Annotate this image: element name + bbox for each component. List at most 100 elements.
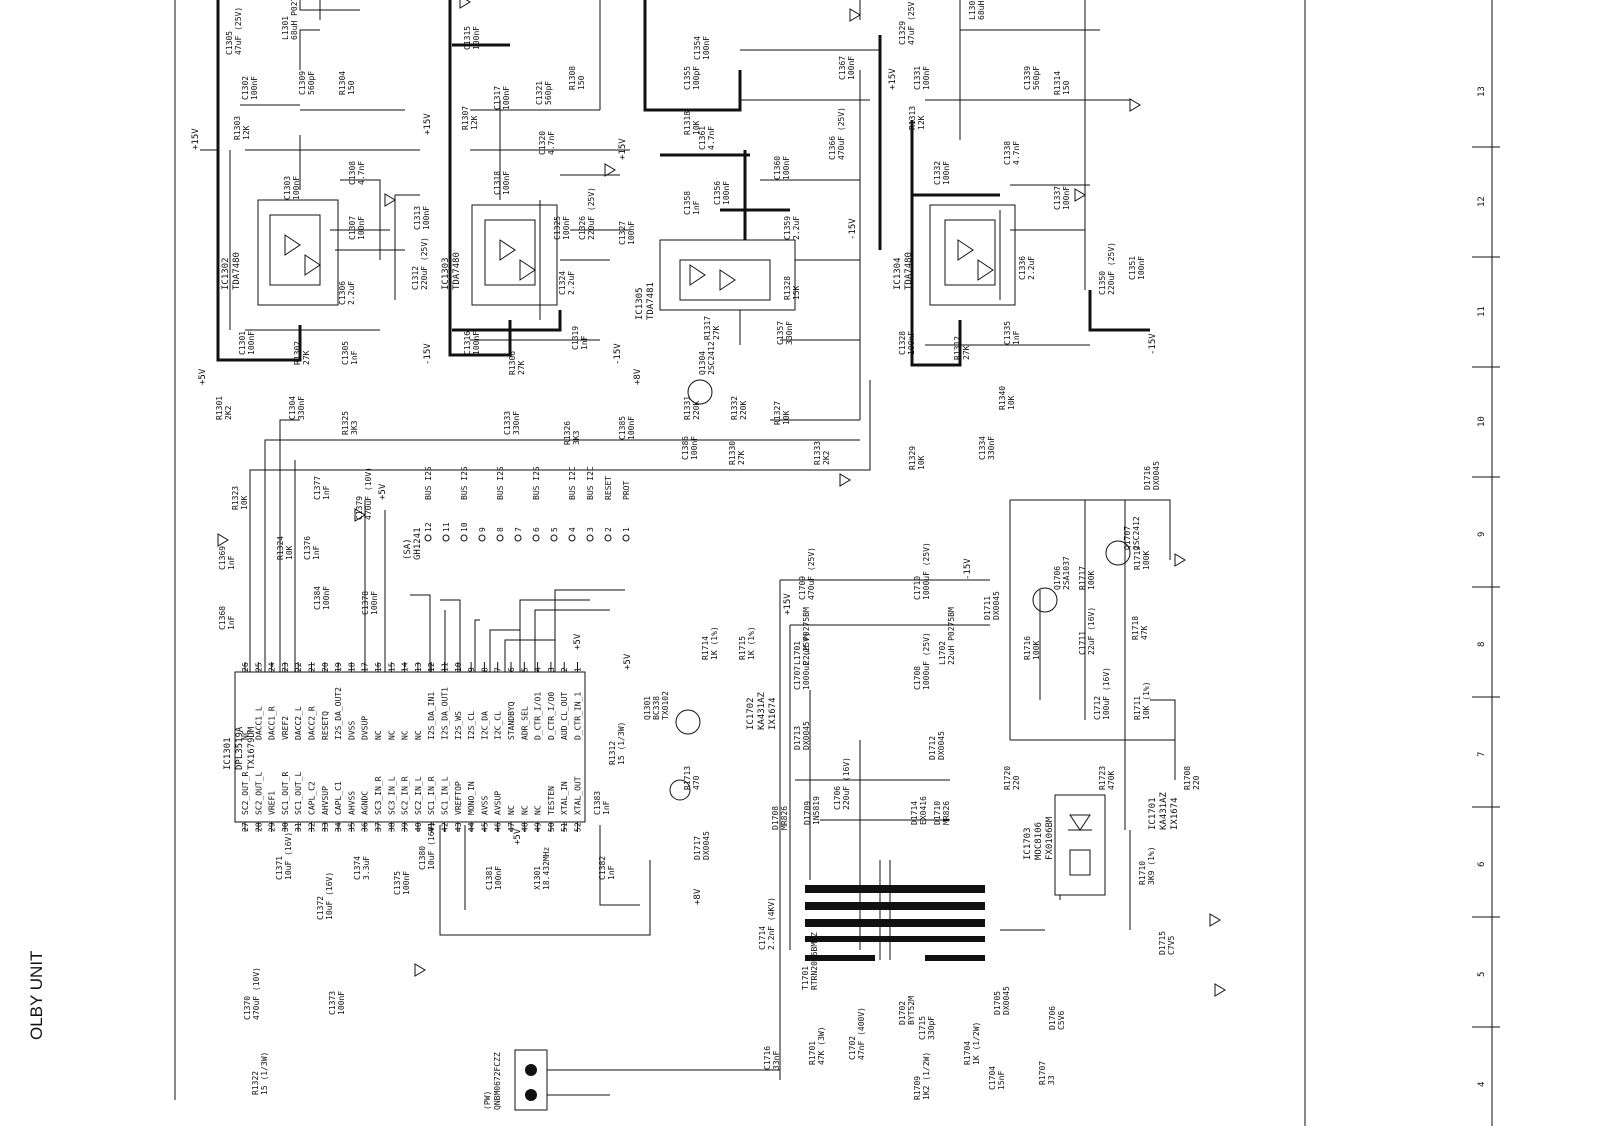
component-ref: R1708 bbox=[1183, 766, 1192, 790]
ic1301-pin-name: TESTEN bbox=[547, 786, 556, 815]
component-ref: R1711 bbox=[1133, 696, 1142, 720]
ic1301-pin-num: 52 bbox=[574, 822, 583, 832]
component-value: 1nF bbox=[227, 555, 236, 570]
component-ref: C1374 bbox=[353, 856, 362, 880]
component-value: RTRN2056BMZZ bbox=[810, 932, 819, 990]
q1304-symbol bbox=[687, 379, 713, 405]
component-value: 2K2 bbox=[822, 450, 831, 465]
component-ref: C1366 bbox=[828, 136, 837, 160]
ic1301-pin-name: XTAL_OUT bbox=[574, 776, 583, 815]
component-ref: D1702 bbox=[898, 1001, 907, 1025]
component-value: 220uF (25V) bbox=[420, 237, 429, 290]
t1701-core-c bbox=[805, 919, 985, 927]
ic1301-pin-num: 47 bbox=[507, 822, 516, 832]
component-ref: C1702 bbox=[848, 1036, 857, 1060]
ic1301-pin-num: 29 bbox=[268, 822, 277, 832]
component-ref: R1318 bbox=[683, 111, 692, 135]
component-value: 2.2uF bbox=[567, 271, 576, 295]
rail-label: +15V bbox=[618, 138, 628, 160]
ic1301-pin-name: I2C_CL bbox=[494, 711, 503, 740]
pw-ref: (PW) bbox=[483, 1091, 492, 1110]
component-ref: C1354 bbox=[693, 36, 702, 60]
component-value: 100nF bbox=[472, 331, 481, 355]
ic1301-pin-num: 34 bbox=[334, 822, 343, 832]
component-value: 100nF bbox=[494, 866, 503, 890]
ground-symbol bbox=[839, 473, 851, 487]
ic1301-pin-name: AVSUP bbox=[494, 791, 503, 815]
component-value: 22uF (16V) bbox=[1087, 607, 1096, 655]
component-ref: R1718 bbox=[1131, 616, 1140, 640]
ground-symbols bbox=[217, 0, 1226, 997]
transistor-ref: Q1706 bbox=[1053, 566, 1062, 590]
component-ref: X1301 bbox=[533, 866, 542, 890]
q1706-symbol bbox=[1032, 587, 1058, 613]
grid-number: 8 bbox=[1477, 642, 1487, 647]
component-value: 15 (1/3W) bbox=[617, 722, 626, 765]
t1701-core-a bbox=[805, 885, 985, 893]
component-value: 100nF bbox=[562, 216, 571, 240]
component-ref: R1301 bbox=[215, 396, 224, 420]
component-ref: C1711 bbox=[1078, 631, 1087, 655]
component-ref: C1712 bbox=[1093, 696, 1102, 720]
component-value: 220 bbox=[1192, 775, 1201, 790]
ic1301-pin-name: SC3_IN_L bbox=[387, 776, 396, 815]
component-value: 100nF bbox=[292, 176, 301, 200]
ic-part-label: TDA7480 bbox=[904, 252, 914, 290]
component-value: DX0045 bbox=[992, 591, 1001, 620]
component-value: 100nF bbox=[472, 26, 481, 50]
component-value: 47K bbox=[1140, 625, 1149, 640]
ic1301-pin-name: NC bbox=[507, 805, 516, 815]
connector-pin-num: 5 bbox=[550, 527, 559, 532]
ic-part-label: TDA7480 bbox=[452, 252, 462, 290]
ground-symbol bbox=[1174, 553, 1186, 567]
ic-part-label: TDA7481 bbox=[646, 282, 656, 320]
component-ref: C1359 bbox=[783, 216, 792, 240]
ic1301-pin-num: 49 bbox=[534, 822, 543, 832]
component-ref: R1322 bbox=[251, 1071, 260, 1095]
ic1301-pin-num: 38 bbox=[387, 822, 396, 832]
component-value: 2.2uF bbox=[792, 216, 801, 240]
ic1301-pin-name: SC2_IN_R bbox=[401, 776, 410, 815]
component-value: 2.2nF (4KV) bbox=[767, 897, 776, 950]
rail-label: +5V bbox=[623, 653, 633, 670]
ic1301-pin-name: NC bbox=[401, 730, 410, 740]
component-ref: C1327 bbox=[618, 221, 627, 245]
component-ref: C1368 bbox=[218, 606, 227, 630]
component-ref: C1307 bbox=[348, 216, 357, 240]
ic1301-pin-name: CAPL_C1 bbox=[334, 781, 343, 815]
ic1301-pin-name: NC bbox=[387, 730, 396, 740]
component-ref: R1717 bbox=[1078, 566, 1087, 590]
ic1301-pin-num: 18 bbox=[347, 662, 356, 672]
ic1301-pin-name: NC bbox=[374, 730, 383, 740]
rail-label: +5V bbox=[198, 368, 208, 385]
ic1301-pin-name: NC bbox=[520, 805, 529, 815]
rail-label: -15V bbox=[423, 343, 433, 365]
component-ref: D1711 bbox=[983, 596, 992, 620]
component-ref: L1302 bbox=[968, 0, 977, 20]
component-value: 22uH P0275BM bbox=[947, 607, 956, 665]
ic1301-pin-num: 39 bbox=[401, 822, 410, 832]
connector-pin-num: 11 bbox=[442, 522, 451, 532]
component-ref: C1385 bbox=[618, 416, 627, 440]
rail-labels: +15V+15V+15V+15V+15V-15V-15V-15V-15V-15V… bbox=[191, 68, 1158, 905]
ic1303-body bbox=[471, 204, 558, 306]
component-value: 100nF bbox=[337, 991, 346, 1015]
component-value: 100nF bbox=[1062, 186, 1071, 210]
ic1301-pin-name: AHVSS bbox=[347, 791, 356, 815]
component-ref: C1303 bbox=[283, 176, 292, 200]
component-value: 100nF bbox=[247, 331, 256, 355]
component-ref: C1334 bbox=[978, 436, 987, 460]
ground-symbol bbox=[849, 8, 861, 22]
component-ref: L1701 bbox=[793, 641, 802, 665]
ground-symbol bbox=[384, 193, 396, 207]
ic1301-pin-name: NC bbox=[414, 730, 423, 740]
connector-pin bbox=[550, 534, 558, 542]
connector-pin bbox=[496, 534, 504, 542]
ic1301-pin-name: SC2_OUT_L bbox=[254, 771, 263, 815]
component-ref: C1316 bbox=[463, 331, 472, 355]
ic1301-pin-num: 5 bbox=[520, 667, 529, 672]
component-value: 1nF bbox=[322, 485, 331, 500]
component-ref: D1708 bbox=[771, 806, 780, 830]
